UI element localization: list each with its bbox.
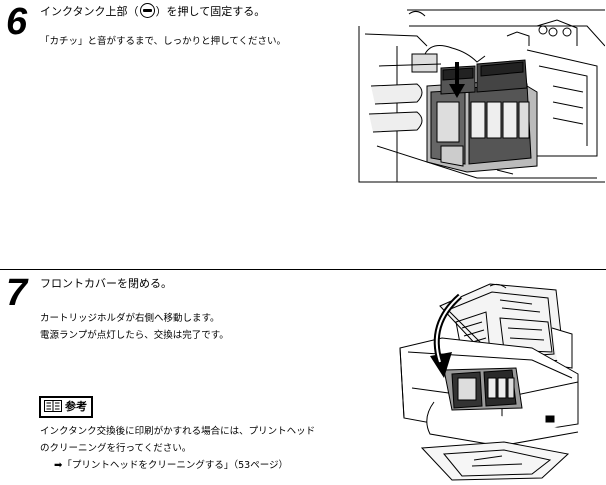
reference-label-text: 参考 <box>65 400 87 413</box>
press-mark-icon <box>139 3 155 18</box>
reference-line-2: のクリーニングを行ってください。 <box>40 443 192 454</box>
step-number-7: 7 <box>6 272 28 314</box>
arrow-right-icon: ➡ <box>54 460 63 471</box>
reference-link[interactable]: 「プリントヘッドをクリーニングする」（53ページ） <box>62 460 289 471</box>
step-6-heading-before: インクタンク上部（ <box>40 5 139 18</box>
ink-tank-press-illustration <box>358 9 605 183</box>
step-6-heading-after: ）を押して固定する。 <box>155 5 266 18</box>
reference-line-1: インクタンク交換後に印刷がかすれる場合には、プリントヘッド <box>40 426 316 437</box>
step-7-body-line-1: カートリッジホルダが右側へ移動します。 <box>40 313 220 324</box>
section-divider <box>0 269 606 270</box>
step-6-heading: インクタンク上部（ ）を押して固定する。 <box>40 3 265 19</box>
reference-body: インクタンク交換後に印刷がかすれる場合には、プリントヘッド のクリーニングを行っ… <box>40 423 315 474</box>
step-7-body-line-2: 電源ランプが点灯したら、交換は完了です。 <box>40 330 229 341</box>
step-7-body: カートリッジホルダが右側へ移動します。 電源ランプが点灯したら、交換は完了です。 <box>40 310 229 344</box>
printer-close-cover-illustration <box>399 283 579 481</box>
step-number-6: 6 <box>6 1 28 43</box>
step-7-heading: フロントカバーを閉める。 <box>40 277 172 290</box>
reference-label: 参考 <box>39 396 93 418</box>
book-icon <box>44 400 62 412</box>
step-6-body: 「カチッ」と音がするまで、しっかりと押してください。 <box>40 36 287 47</box>
reference-link-line[interactable]: ➡「プリントヘッドをクリーニングする」（53ページ） <box>40 457 315 474</box>
